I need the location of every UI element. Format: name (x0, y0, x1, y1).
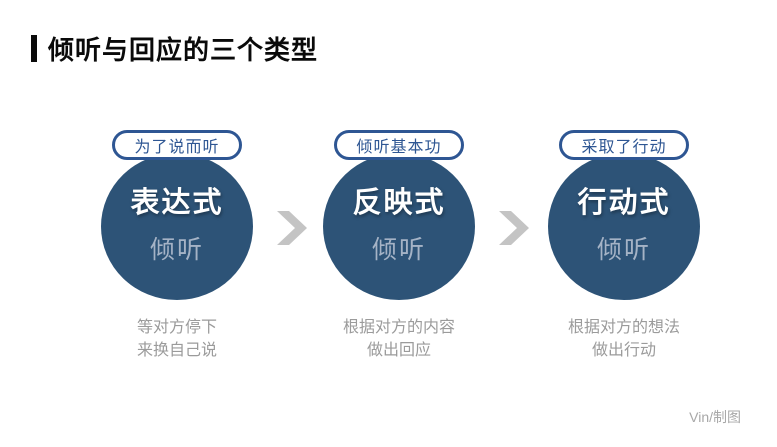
chevron-right-icon (277, 211, 307, 245)
title-bar-marker: | (31, 35, 37, 62)
description-line: 等对方停下 (136, 319, 217, 336)
badge-pill-expressive: 为了说而听 (112, 130, 242, 160)
circle-title: 表达式 (130, 187, 224, 219)
page-title: | 倾听与回应的三个类型 (31, 30, 318, 67)
chevron-right-icon (499, 211, 529, 245)
circle-title: 反映式 (352, 187, 446, 219)
circle-title: 行动式 (577, 187, 671, 219)
circle-subtitle: 倾听 (149, 236, 204, 264)
description-line: 来换自己说 (136, 342, 217, 359)
description-line: 根据对方的内容 (342, 319, 455, 336)
description-expressive: 等对方停下 来换自己说 (67, 316, 287, 362)
description-action: 根据对方的想法 做出行动 (514, 316, 734, 362)
page-title-text: 倾听与回应的三个类型 (48, 35, 319, 65)
description-line: 做出行动 (591, 342, 656, 359)
credit-text: Vin/制图 (689, 409, 741, 425)
circle-subtitle: 倾听 (596, 236, 651, 264)
circle-reflective-listening: 反映式 倾听 (323, 153, 475, 300)
badge-pill-reflective: 倾听基本功 (334, 130, 464, 160)
badge-pill-action: 采取了行动 (559, 130, 689, 160)
badge-label: 倾听基本功 (356, 139, 442, 156)
circle-action-listening: 行动式 倾听 (548, 153, 700, 300)
circle-expressive-listening: 表达式 倾听 (101, 153, 253, 300)
description-line: 做出回应 (366, 342, 431, 359)
badge-label: 采取了行动 (581, 139, 667, 156)
circle-subtitle: 倾听 (371, 236, 426, 264)
description-reflective: 根据对方的内容 做出回应 (289, 316, 509, 362)
description-line: 根据对方的想法 (567, 319, 680, 336)
badge-label: 为了说而听 (134, 139, 220, 156)
